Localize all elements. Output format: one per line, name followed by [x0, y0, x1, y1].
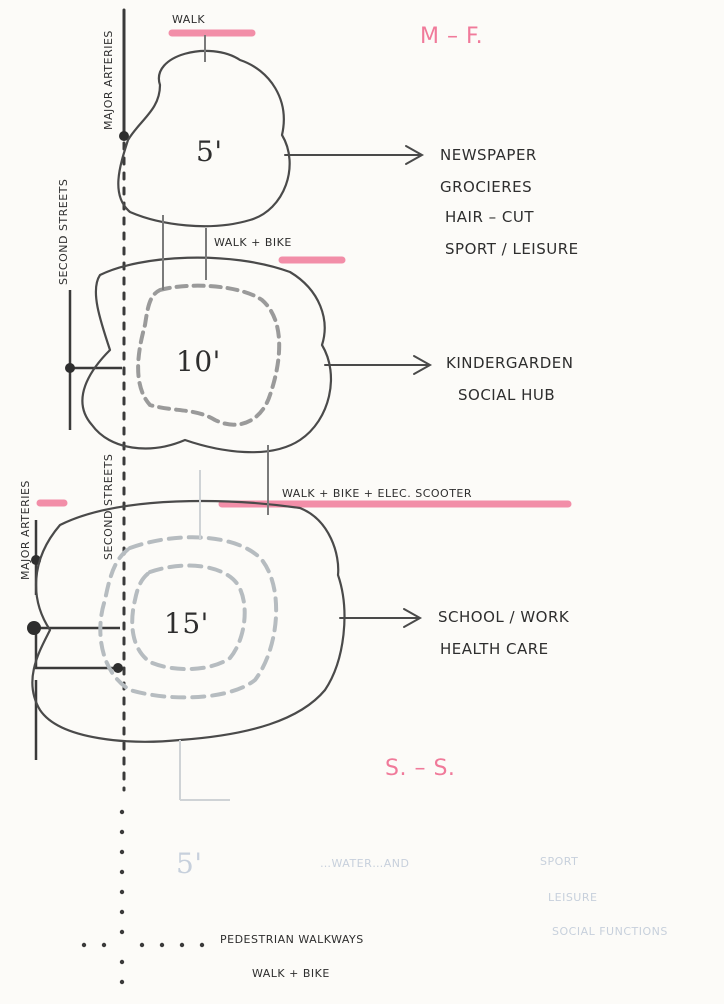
dest-groceries: GROCIERES: [440, 178, 533, 196]
dest-kindergarden: KINDERGARDEN: [446, 354, 574, 372]
dest-newspaper: NEWSPAPER: [440, 146, 537, 164]
inner-rings: [136, 283, 282, 427]
zone-connectors-faded: [179, 470, 230, 801]
street-pedestrian: PEDESTRIAN WALKWAYS: [220, 933, 364, 946]
street-major-top: MAJOR ARTERIES: [102, 30, 115, 130]
zone-10-outline: [81, 256, 333, 454]
zone-outlines: [31, 49, 346, 743]
street-major-low: MAJOR ARTERIES: [19, 480, 32, 580]
street-nodes: [27, 131, 129, 673]
zone-10-time: 10': [176, 345, 221, 378]
faded-dest-sport: SPORT: [540, 855, 579, 868]
mode-walk: WALK: [172, 13, 206, 26]
mode-walk-bike-bottom: WALK + BIKE: [252, 967, 330, 980]
zone-10-inner-ring: [136, 283, 282, 427]
street-second-top: SECOND STREETS: [57, 178, 70, 285]
dest-haircut: HAIR – CUT: [445, 208, 535, 226]
zone-5-outline: [117, 49, 291, 228]
faded-zone-label: …WATER…AND: [320, 857, 410, 870]
faded-dest-social: SOCIAL FUNCTIONS: [552, 925, 668, 938]
faded-dest-leisure: LEISURE: [548, 891, 598, 904]
dest-health-care: HEALTH CARE: [440, 640, 549, 658]
weekday-label: M – F.: [420, 24, 484, 49]
zone-connectors: [162, 35, 269, 515]
zone-15-inner-rings: [98, 535, 279, 700]
street-second-low: SECOND STREETS: [102, 453, 115, 560]
weekend-label: S. – S.: [385, 756, 456, 781]
pedestrian-dots: [81, 809, 205, 985]
zone-15-outline: [31, 499, 346, 743]
dest-school-work: SCHOOL / WORK: [438, 608, 570, 626]
zone-15-time: 15': [164, 607, 209, 640]
dest-social-hub: SOCIAL HUB: [458, 386, 556, 404]
zone-5-time: 5': [196, 135, 223, 168]
mode-walk-bike: WALK + BIKE: [214, 236, 292, 249]
faded-zone-time: 5': [176, 847, 203, 880]
dest-sport-leisure: SPORT / LEISURE: [445, 240, 579, 258]
arrows: [284, 145, 433, 628]
mode-walk-bike-scooter: WALK + BIKE + ELEC. SCOOTER: [282, 487, 473, 500]
highlight-marks: [36, 29, 572, 508]
